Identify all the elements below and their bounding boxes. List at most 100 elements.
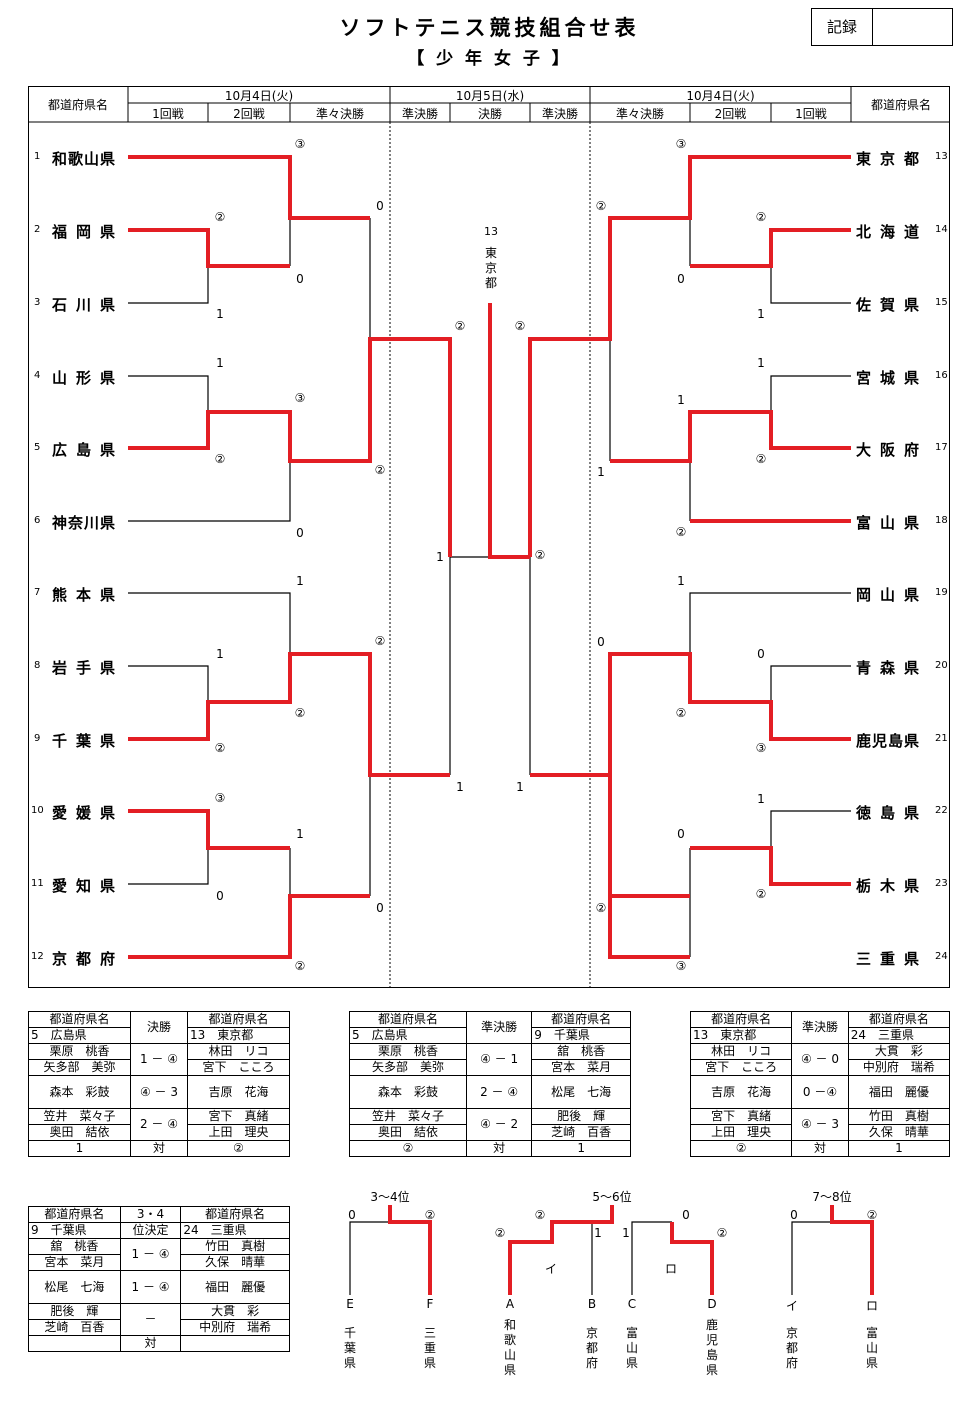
score: ② (294, 959, 306, 973)
team-number: 6 (34, 515, 41, 526)
score: ② (716, 1226, 728, 1240)
score: 1 (622, 1226, 630, 1240)
team-number: 14 (935, 224, 948, 235)
team-number: 24 (935, 951, 948, 962)
team-name: 佐賀県 (856, 296, 929, 314)
total: 1 (531, 1140, 631, 1157)
col-header: 都道府県名 (847, 1011, 951, 1028)
score: ② (294, 706, 306, 720)
date-left: 10月4日(火) (224, 89, 294, 103)
score: 1 (757, 356, 765, 370)
player: 松尾 七海 (531, 1075, 631, 1109)
total: 1 (28, 1140, 131, 1157)
third-place-result-table: 都道府県名 3・4 都道府県名 9 千葉県 位決定 24 三重県 舘 桃香 1 … (28, 1206, 290, 1352)
score: ② (755, 452, 767, 466)
team-cell: 5 広島県 (28, 1027, 131, 1044)
score: 1 (677, 574, 685, 588)
score: ② (454, 319, 466, 333)
team-name: 宮城県 (856, 369, 929, 387)
team-name: 京都府 (52, 950, 125, 968)
team-number: 18 (935, 515, 948, 526)
team-number: 15 (935, 297, 948, 308)
score: 1 (216, 647, 224, 661)
slot-letter: イ (785, 1299, 798, 1313)
score: ③ (675, 959, 687, 973)
player: 竹田 真樹 (180, 1238, 290, 1255)
sub-label: ロ (664, 1262, 677, 1276)
player: 福田 麗優 (847, 1075, 951, 1109)
semifinal1-result-table: 都道府県名 準決勝 都道府県名 5 広島県 9 千葉県 栗原 桃香 ④ － 1 … (349, 1011, 631, 1157)
player: 大貫 彩 (180, 1303, 290, 1320)
player: 宮下 真緒 (689, 1108, 793, 1125)
team-name: 愛知県 (52, 877, 125, 895)
team-name: 徳島県 (856, 804, 929, 822)
round1-right: 1回戦 (795, 107, 827, 121)
player: 奥田 結依 (349, 1124, 467, 1141)
score: ② (424, 1208, 436, 1222)
score: 0 (296, 272, 304, 286)
match-score: 0 －④ (791, 1075, 849, 1109)
team-name: 富山県 (856, 514, 929, 532)
slot-letter: E (346, 1297, 354, 1311)
team-name: 三重県 (856, 950, 929, 968)
match-score: ④ － 2 (465, 1108, 533, 1141)
slot-letter: A (505, 1297, 515, 1311)
slot-team: 千葉県 (343, 1326, 356, 1370)
round2-left: 2回戦 (233, 107, 265, 121)
slot-team: 京都府 (785, 1326, 798, 1370)
vs: 対 (130, 1140, 188, 1157)
score: 1 (216, 356, 224, 370)
slot-letter: C (627, 1297, 637, 1311)
vs: 対 (791, 1140, 849, 1157)
score: 1 (757, 792, 765, 806)
slot-letter: B (587, 1297, 597, 1311)
team-number: 19 (935, 587, 948, 598)
team-number: 3 (34, 297, 41, 308)
team-number: 7 (34, 587, 41, 598)
player: 宮下 こころ (186, 1059, 291, 1076)
player: 矢多部 美弥 (349, 1059, 467, 1076)
score: ③ (755, 741, 767, 755)
team-number: 22 (935, 805, 948, 816)
final-head: 決勝 (477, 107, 502, 121)
team-name: 広島県 (52, 441, 125, 459)
team-number: 5 (34, 442, 41, 453)
team-number: 17 (935, 442, 948, 453)
placement-title: 5～6位 (592, 1190, 632, 1204)
qf-right: 準々決勝 (615, 107, 664, 121)
team-name: 栃木県 (856, 877, 929, 895)
player: 上田 理央 (689, 1124, 793, 1141)
final-result-table: 都道府県名 決勝 都道府県名 5 広島県 13 東京都 栗原 桃香 1 － ④ … (28, 1011, 291, 1157)
team-number: 10 (31, 805, 44, 816)
score: ② (534, 1208, 546, 1222)
team-name: 愛媛県 (52, 804, 125, 822)
team-name: 北海道 (856, 223, 929, 241)
player: 舘 桃香 (28, 1238, 121, 1255)
round2-right: 2回戦 (714, 107, 747, 121)
score: 0 (757, 647, 765, 661)
round-header: 準決勝 (465, 1011, 533, 1044)
player: 森本 彩鼓 (28, 1075, 131, 1109)
score: ② (534, 548, 546, 562)
team-number: 21 (935, 733, 948, 744)
team-number: 1 (34, 151, 41, 162)
player: 宮本 菜月 (28, 1254, 121, 1271)
player: 肥後 輝 (531, 1108, 631, 1125)
team-number: 20 (935, 660, 948, 671)
record-label: 記録 (812, 9, 873, 45)
player: 吉原 花海 (689, 1075, 793, 1109)
team-cell: 5 広島県 (349, 1027, 467, 1044)
score: ② (374, 463, 386, 477)
slot-letter: F (426, 1297, 434, 1311)
bracket-frame (28, 86, 950, 988)
score: ② (214, 452, 226, 466)
score: ② (866, 1208, 878, 1222)
slot-team: 鹿児島県 (705, 1318, 718, 1377)
score: ② (514, 319, 526, 333)
total: ② (349, 1140, 467, 1157)
team-number: 2 (34, 224, 41, 235)
player: 宮下 こころ (689, 1059, 793, 1076)
